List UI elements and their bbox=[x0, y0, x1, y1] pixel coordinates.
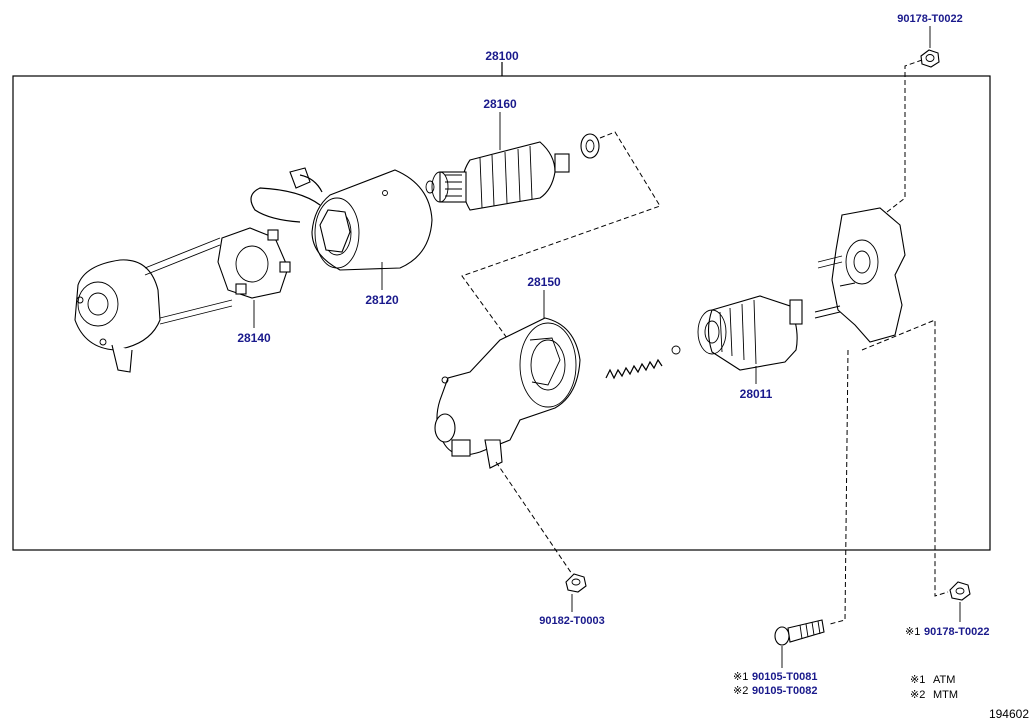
label-bolt-1-marker: ※1 bbox=[733, 671, 748, 683]
label-bolt-1[interactable]: 90105-T0081 bbox=[752, 671, 817, 683]
legend: ※1 ATM ※2 MTM bbox=[910, 674, 958, 701]
label-nut-right[interactable]: 90178-T0022 bbox=[924, 626, 989, 638]
label-bolt-2-marker: ※2 bbox=[733, 685, 748, 697]
dashed-bolt bbox=[829, 349, 849, 625]
label-bolt-2[interactable]: 90105-T0082 bbox=[752, 685, 817, 697]
brush-holder-icon bbox=[217, 227, 291, 299]
clutch-icon bbox=[697, 295, 803, 371]
bolt-icon bbox=[774, 619, 825, 646]
label-nut-top[interactable]: 90178-T0022 bbox=[897, 13, 962, 25]
label-nut-right-marker: ※1 bbox=[905, 626, 920, 638]
illustration-reference-number: 194602 bbox=[989, 707, 1029, 721]
dashed-right-nut bbox=[861, 319, 949, 597]
housing-icon bbox=[434, 317, 581, 469]
label-28150[interactable]: 28150 bbox=[527, 275, 561, 289]
dashed-armature bbox=[461, 131, 661, 379]
legend-mark-1: ※1 bbox=[910, 674, 925, 686]
spring-icon bbox=[605, 345, 681, 380]
label-28120[interactable]: 28120 bbox=[365, 293, 399, 307]
label-28160[interactable]: 28160 bbox=[483, 97, 517, 111]
legend-mark-2: ※2 bbox=[910, 689, 925, 701]
legend-text-2: MTM bbox=[933, 689, 958, 701]
nut-right-icon bbox=[949, 581, 971, 601]
nut-top-icon bbox=[920, 49, 940, 68]
label-nut-bottom[interactable]: 90182-T0003 bbox=[539, 615, 604, 627]
drive-housing-icon bbox=[814, 207, 906, 343]
label-28011[interactable]: 28011 bbox=[740, 387, 773, 401]
dashed-nut-top bbox=[886, 59, 923, 213]
nut-bottom-icon bbox=[565, 573, 587, 593]
dashed-housing bbox=[495, 461, 573, 575]
yoke-icon bbox=[250, 167, 433, 271]
label-28100[interactable]: 28100 bbox=[485, 49, 519, 63]
label-28140[interactable]: 28140 bbox=[237, 331, 271, 345]
legend-text-1: ATM bbox=[933, 674, 955, 686]
armature-icon bbox=[425, 133, 600, 211]
end-frame-icon bbox=[74, 237, 233, 373]
